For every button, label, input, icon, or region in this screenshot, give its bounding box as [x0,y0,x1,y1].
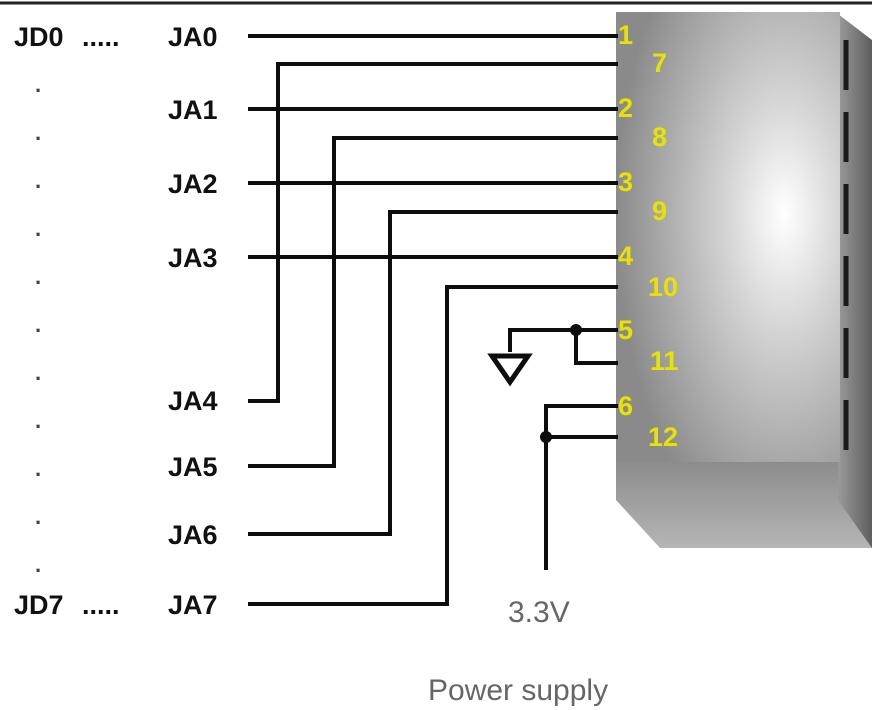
label-ja1: JA1 [168,95,218,125]
pin-number-2: 2 [618,93,633,123]
wire-ja6 [248,210,618,536]
pin-number-8: 8 [652,122,667,152]
label-dots-bottom: ..... [82,590,120,620]
label-jd7: JD7 [14,590,64,620]
vertical-dot: . [35,264,41,289]
wire-ja5 [248,136,618,468]
connector-bottom-face [616,462,872,548]
wire-ja7 [248,285,618,606]
vertical-dot: . [35,456,41,481]
power-supply-caption: Power supply [428,674,608,707]
label-ja3: JA3 [168,243,218,273]
label-ja0: JA0 [168,22,218,52]
junction-dot-power [540,431,552,443]
pin-number-9: 9 [652,196,667,226]
connector-body [616,12,872,548]
vertical-dots: . . . . . . . . . . . [35,72,41,577]
label-ja7: JA7 [168,590,218,620]
signal-labels: JD0 ..... JA0 JA1 JA2 JA3 JA4 JA5 JA6 JD… [14,22,218,620]
wire-power-pin6 [544,404,618,570]
connector-front-face [616,12,840,462]
wires [248,34,618,606]
pin-number-11: 11 [650,346,679,376]
wire-ground-pin11 [574,330,618,365]
vertical-dot: . [35,120,41,145]
vertical-dot: . [35,504,41,529]
pin-number-12: 12 [648,422,678,452]
vertical-dot: . [35,72,41,97]
pin-number-7: 7 [652,48,667,78]
vertical-dot: . [35,360,41,385]
vertical-dot: . [35,312,41,337]
pin-number-4: 4 [618,241,633,271]
ground-symbol-icon [487,353,533,387]
vertical-dot: . [35,408,41,433]
pin-numbers: 1 2 3 4 5 6 7 8 9 10 11 12 [618,20,679,452]
junction-dot-ground [570,324,582,336]
vertical-dot: . [35,216,41,241]
connector-side-face [838,14,872,548]
pin-number-10: 10 [648,272,678,302]
pin-number-1: 1 [618,20,633,50]
pin-number-5: 5 [618,315,633,345]
wire-ja4 [248,62,618,403]
label-ja2: JA2 [168,169,218,199]
voltage-label: 3.3V [508,596,570,629]
vertical-dot: . [35,168,41,193]
label-ja6: JA6 [168,520,218,550]
label-ja4: JA4 [168,386,218,416]
label-dots-top: ..... [82,22,120,52]
wire-ground [508,328,618,352]
label-ja5: JA5 [168,452,218,482]
pin-number-3: 3 [618,167,633,197]
pin-number-6: 6 [618,391,633,421]
vertical-dot: . [35,552,41,577]
label-jd0: JD0 [14,22,64,52]
